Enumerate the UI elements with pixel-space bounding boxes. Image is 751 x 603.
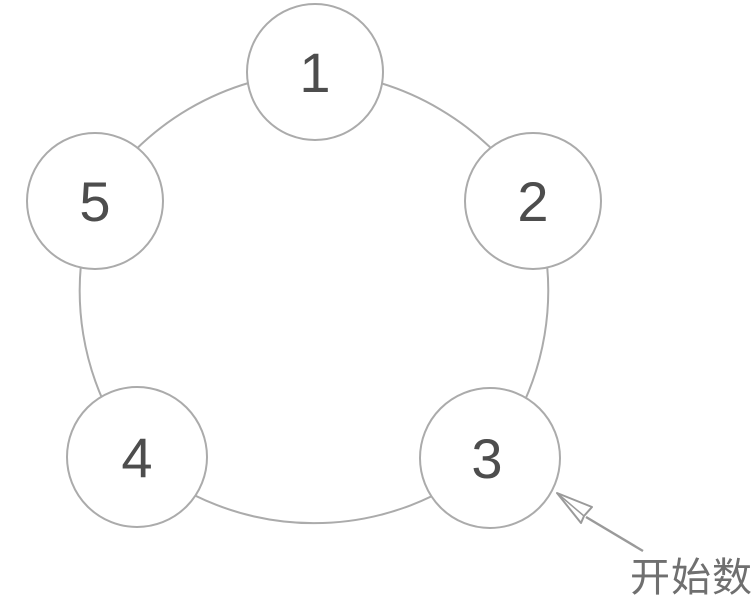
node-circle-1 <box>246 3 384 141</box>
node-3: 3 <box>419 387 561 529</box>
node-label-3: 3 <box>471 427 502 490</box>
node-label-4: 4 <box>121 426 152 489</box>
arrow-shaft <box>585 515 644 553</box>
node-circle-5 <box>26 132 164 270</box>
node-circle-4 <box>66 386 208 528</box>
node-circle-3 <box>419 387 561 529</box>
node-4: 4 <box>66 386 208 528</box>
node-label-1: 1 <box>299 41 330 104</box>
node-label-5: 5 <box>79 170 110 233</box>
node-2: 2 <box>464 132 602 270</box>
annotation-arrow <box>556 492 644 553</box>
node-circle-2 <box>464 132 602 270</box>
annotation-label: 开始数 <box>630 556 751 600</box>
node-1: 1 <box>246 3 384 141</box>
arrowhead-crease <box>556 492 585 517</box>
node-label-2: 2 <box>517 170 548 233</box>
node-5: 5 <box>26 132 164 270</box>
